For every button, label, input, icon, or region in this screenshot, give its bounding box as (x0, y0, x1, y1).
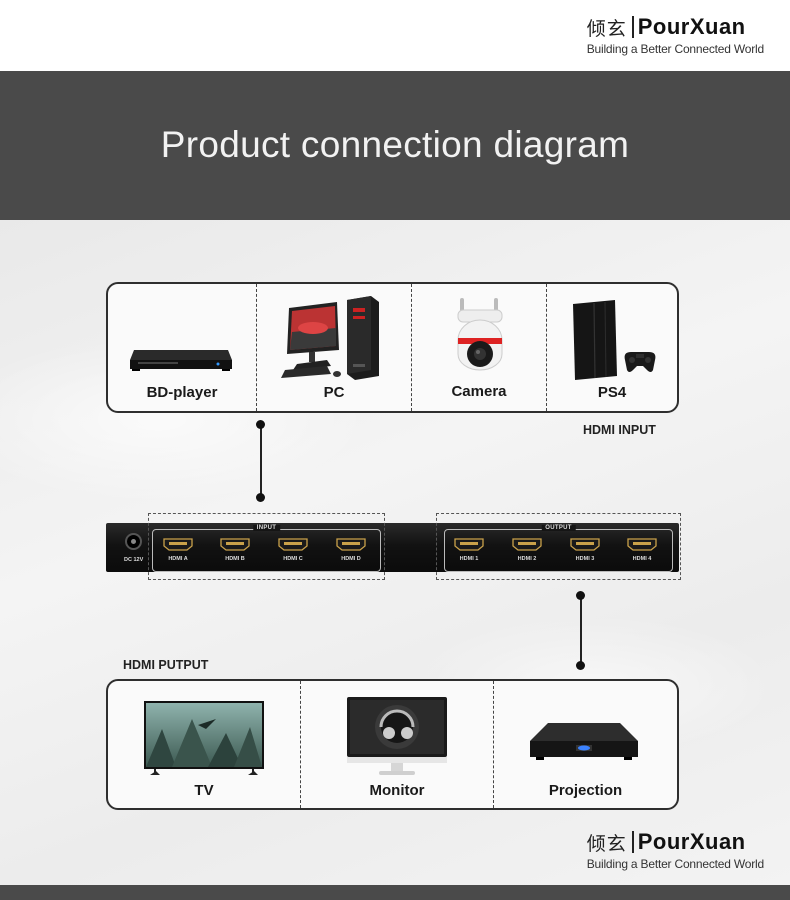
connector-dot (576, 661, 585, 670)
hdmi-port-icon (163, 538, 193, 551)
device-label: Monitor (369, 782, 425, 799)
hdmi-matrix-device: DC 12V INPUT OUTPUT HDMI A HDMI B HDMI C… (106, 523, 679, 572)
brand-logo-top: 倾玄 PourXuan Building a Better Connected … (587, 14, 764, 56)
page-title: Product connection diagram (160, 123, 630, 165)
brand-cn-name: 倾玄 (586, 17, 627, 40)
hdmi-output-label: HDMI PUTPUT (123, 658, 209, 672)
hdmi-port-icon (278, 538, 308, 551)
port-label: HDMI C (283, 556, 303, 562)
brand-tagline: Building a Better Connected World (586, 857, 764, 871)
hdmi-port-icon (512, 538, 542, 551)
device-tv: TV (108, 681, 301, 808)
port-label: HDMI A (168, 556, 188, 562)
pc-icon (281, 296, 379, 380)
connector-dot (256, 420, 265, 429)
device-label: PS4 (597, 384, 627, 401)
brand-cn-name: 倾玄 (586, 832, 627, 855)
brand-divider (631, 831, 634, 853)
brand-en-name: PourXuan (637, 829, 746, 854)
input-devices-box: BD-player PC (106, 282, 679, 413)
hdmi-input-label: HDMI INPUT (583, 423, 656, 437)
output-connector-line (580, 596, 582, 666)
connector-dot (256, 493, 265, 502)
brand-divider (631, 16, 634, 38)
projector-icon (530, 723, 638, 760)
tv-icon (144, 701, 264, 775)
input-group-title: INPUT (252, 525, 281, 531)
footer-band (0, 885, 790, 900)
connector-dot (576, 591, 585, 600)
device-camera: Camera (412, 284, 547, 411)
input-connector-line (260, 424, 262, 498)
port-label: HDMI D (341, 556, 361, 562)
device-label: BD-player (146, 384, 218, 401)
device-bd-player: BD-player (108, 284, 257, 411)
hdmi-port-icon (454, 538, 484, 551)
port-label: HDMI 4 (632, 556, 652, 562)
input-ports-frame (148, 513, 385, 580)
brand-logo-bottom: 倾玄 PourXuan Building a Better Connected … (587, 829, 764, 871)
output-port-group: OUTPUT (444, 525, 673, 572)
output-ports-frame (436, 513, 681, 580)
port-label: HDMI 1 (459, 556, 479, 562)
title-banner: Product connection diagram (0, 71, 790, 220)
hdmi-port-icon (336, 538, 366, 551)
port-label: HDMI 3 (575, 556, 595, 562)
ps4-icon (573, 300, 656, 380)
device-projection: Projection (494, 681, 677, 808)
device-label: PC (323, 384, 345, 401)
device-label: Projection (548, 782, 623, 799)
brand-tagline: Building a Better Connected World (586, 42, 764, 56)
hdmi-port-icon (627, 538, 657, 551)
output-group-title: OUTPUT (541, 525, 576, 531)
dc-power-label: DC 12V (124, 557, 144, 563)
port-label: HDMI 2 (517, 556, 537, 562)
monitor-icon (347, 697, 447, 775)
device-label: Camera (451, 383, 507, 400)
device-pc: PC (257, 284, 412, 411)
port-label: HDMI B (225, 556, 245, 562)
bd-player-icon (130, 350, 232, 371)
hdmi-port-icon (570, 538, 600, 551)
device-ps4: PS4 (547, 284, 677, 411)
output-devices-box: TV Monitor Projection (106, 679, 679, 810)
input-port-group: INPUT (152, 525, 381, 572)
dc-power-jack (125, 533, 142, 550)
device-monitor: Monitor (301, 681, 494, 808)
brand-en-name: PourXuan (637, 14, 746, 39)
camera-icon (457, 298, 503, 371)
device-label: TV (194, 782, 214, 799)
hdmi-port-icon (220, 538, 250, 551)
